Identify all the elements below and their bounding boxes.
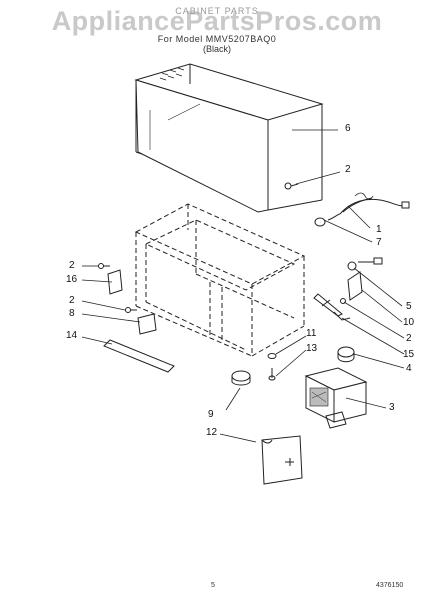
watermark-logo: AppliancePartsPros.com bbox=[51, 6, 383, 36]
screw-part bbox=[98, 182, 346, 313]
page-number: 5 bbox=[211, 582, 215, 589]
document-part-number: 4376150 bbox=[376, 582, 404, 589]
transformer-part bbox=[304, 367, 368, 429]
callout-3: 3 bbox=[389, 402, 395, 413]
callout-2-left-upper: 2 bbox=[69, 260, 75, 271]
callout-13: 13 bbox=[306, 343, 318, 354]
diagram-title: CABINET PARTS bbox=[175, 6, 259, 16]
capacitor-part bbox=[337, 346, 355, 363]
callout-9: 9 bbox=[208, 409, 214, 420]
callout-5: 5 bbox=[406, 301, 412, 312]
callout-15: 15 bbox=[403, 349, 415, 360]
callout-2-left-lower: 2 bbox=[69, 295, 75, 306]
callout-14: 14 bbox=[66, 330, 78, 341]
callout-7: 7 bbox=[376, 237, 382, 248]
washer-part bbox=[267, 353, 277, 381]
callout-1: 1 bbox=[376, 224, 382, 235]
callout-2-top: 2 bbox=[345, 164, 351, 175]
color-line: (Black) bbox=[202, 44, 231, 54]
callout-8: 8 bbox=[69, 308, 75, 319]
foot-part bbox=[231, 370, 251, 386]
outer-wrapper-part bbox=[134, 63, 324, 213]
model-line: For Model MMV5207BAQ0 bbox=[157, 34, 277, 44]
callout-leader-lines bbox=[81, 129, 405, 443]
callout-4: 4 bbox=[406, 363, 412, 374]
power-cord-part bbox=[314, 192, 410, 227]
callout-12: 12 bbox=[206, 427, 218, 438]
trim-strip-part bbox=[103, 339, 175, 373]
callout-10: 10 bbox=[403, 317, 415, 328]
callout-2-right: 2 bbox=[406, 333, 412, 344]
mounting-bracket-part bbox=[107, 269, 157, 335]
callout-6: 6 bbox=[345, 123, 351, 134]
callout-16: 16 bbox=[66, 274, 78, 285]
access-panel-part bbox=[261, 435, 303, 485]
diode-part bbox=[313, 293, 351, 321]
thermal-cutout-part bbox=[347, 257, 383, 301]
oven-cavity bbox=[134, 203, 306, 357]
callout-11: 11 bbox=[306, 328, 317, 339]
